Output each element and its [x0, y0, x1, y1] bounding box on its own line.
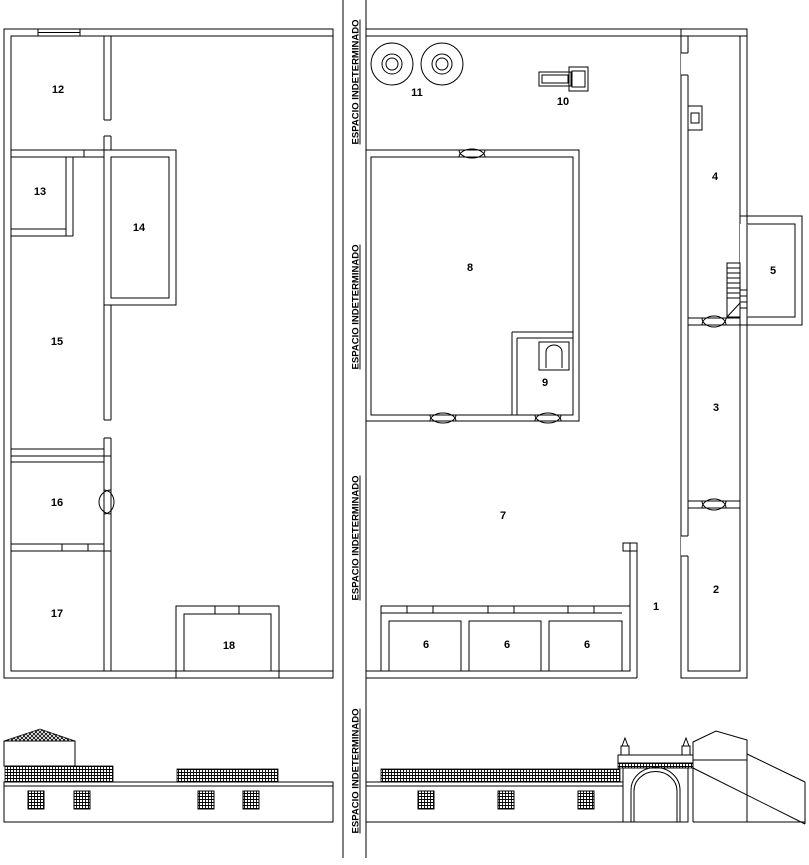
room-labels: 1 2 3 4 5 6 6 6 7 8 9 10 11 12 13 14 15 …: [34, 84, 776, 652]
grille-windows: [27, 790, 595, 810]
room-label-6b: 6: [504, 639, 510, 651]
room-label-10: 10: [557, 96, 569, 108]
room-label-12: 12: [52, 84, 64, 96]
room-label-1: 1: [653, 601, 659, 613]
stair-hatch: [726, 262, 747, 318]
entrance-gate: [617, 736, 694, 823]
room-label-11: 11: [411, 87, 423, 99]
room-label-3: 3: [713, 402, 719, 414]
gap-label-3: ESPACIO INDETERMINADO: [351, 476, 362, 601]
gap-label-4: ESPACIO INDETERMINADO: [351, 709, 362, 834]
room-label-7: 7: [500, 510, 506, 522]
trough-symbol: [538, 66, 589, 92]
room-label-17: 17: [51, 608, 63, 620]
right-building-plan: [365, 28, 803, 679]
room-label-13: 13: [34, 186, 46, 198]
room-label-6c: 6: [584, 639, 590, 651]
room-label-2: 2: [713, 584, 719, 596]
room-label-14: 14: [133, 222, 146, 234]
room-label-4: 4: [712, 171, 719, 183]
room-label-15: 15: [51, 336, 63, 348]
room-label-9: 9: [542, 377, 548, 389]
elevation-drawing: [3, 728, 806, 825]
gap-label-1: ESPACIO INDETERMINADO: [351, 20, 362, 145]
room-label-16: 16: [51, 497, 63, 509]
room-label-8: 8: [467, 262, 473, 274]
left-building-plan: [3, 28, 334, 679]
room-label-18: 18: [223, 640, 235, 652]
room-label-5: 5: [770, 265, 776, 277]
house-elevation: [692, 730, 806, 825]
room-label-6a: 6: [423, 639, 429, 651]
well-symbols: [370, 42, 464, 86]
gap-label-2: ESPACIO INDETERMINADO: [351, 245, 362, 370]
